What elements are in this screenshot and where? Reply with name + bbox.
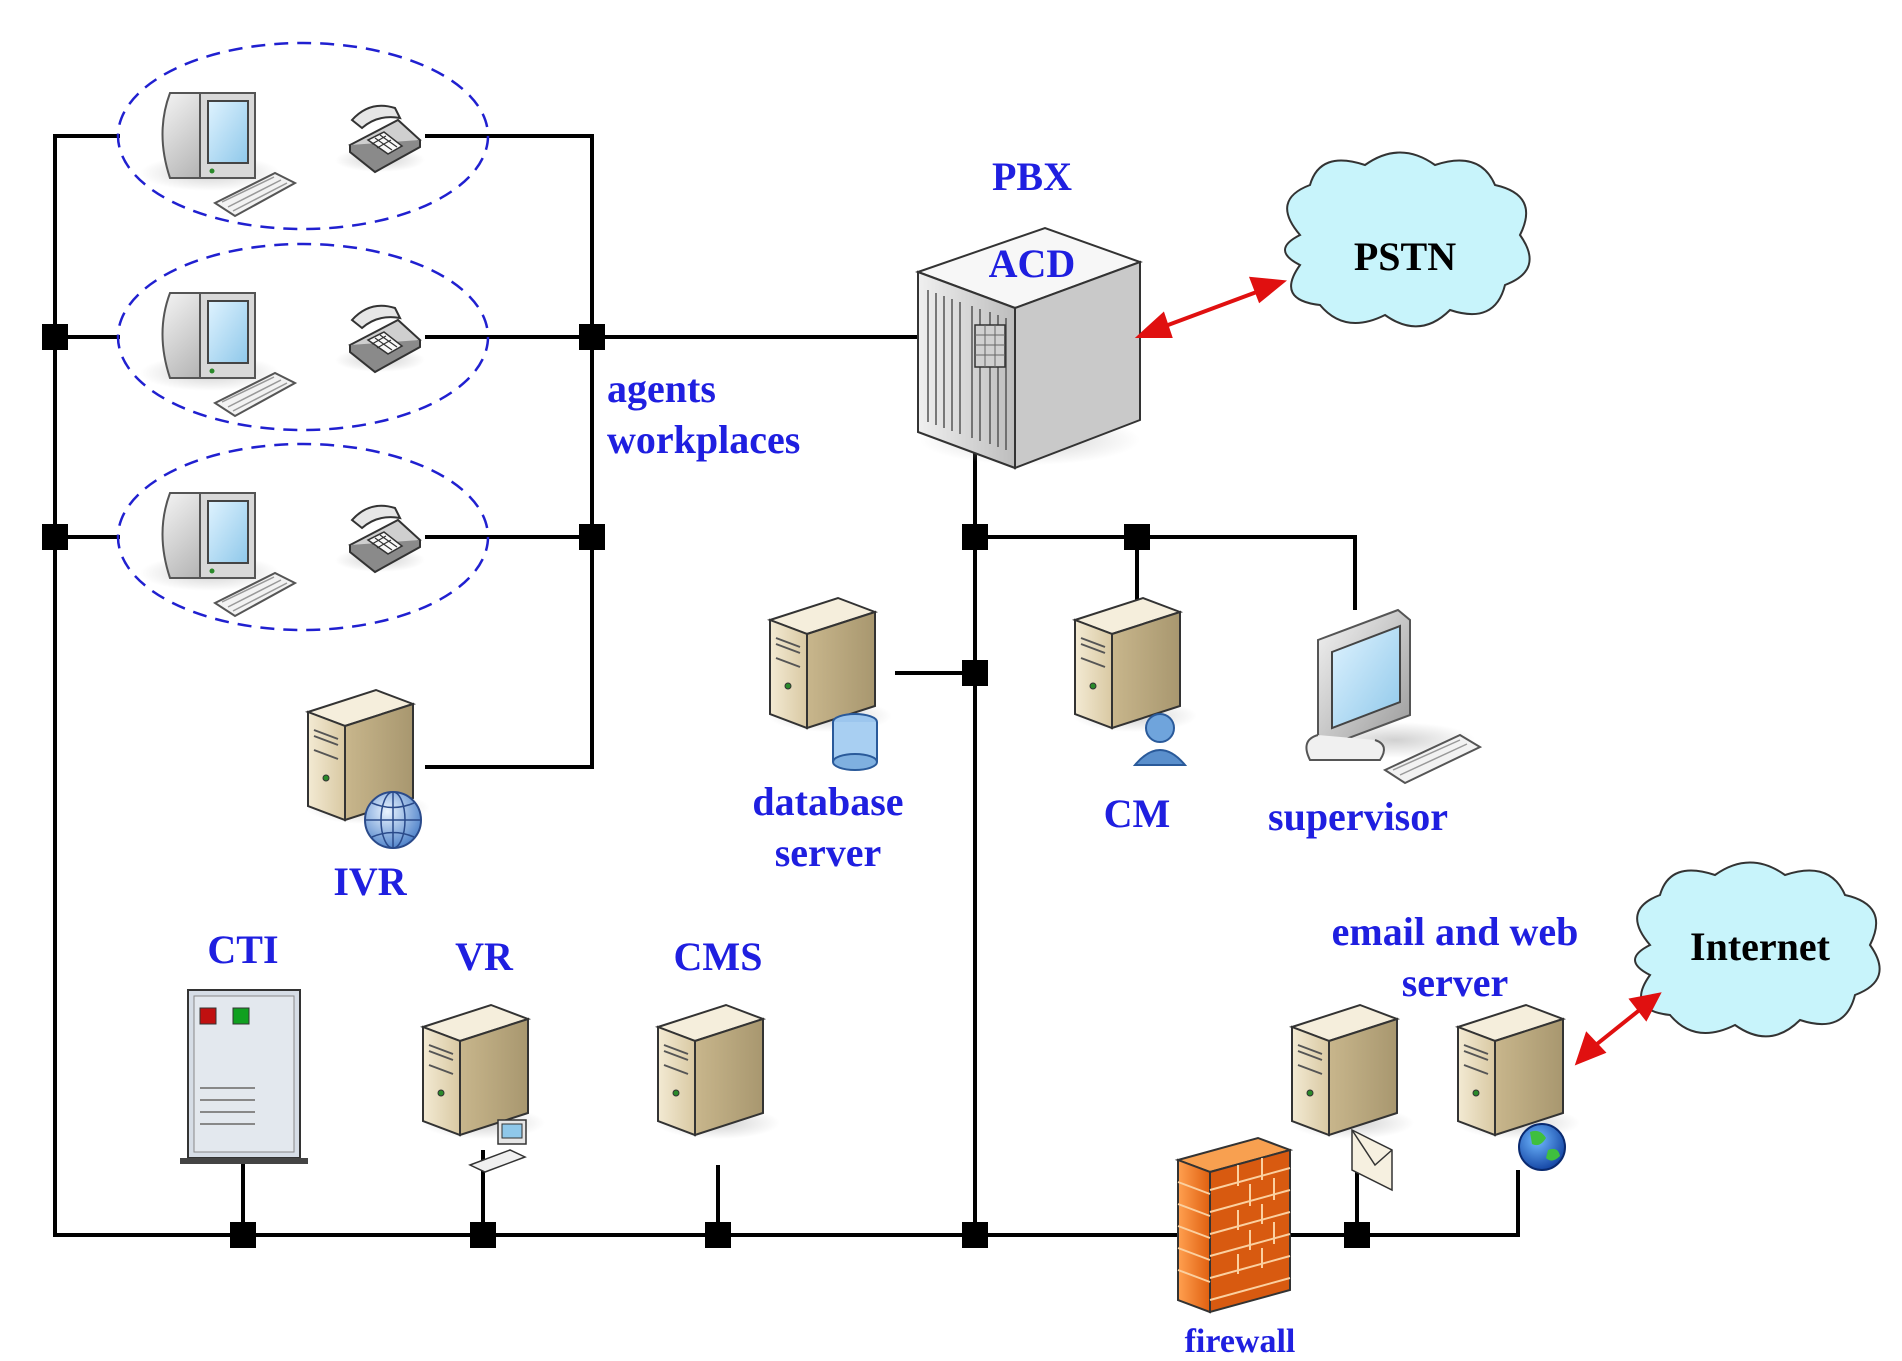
firewall-icon (1174, 1136, 1294, 1314)
agent-workplace-2 (116, 242, 490, 432)
internet-cloud-icon (1634, 861, 1881, 1038)
supervisor-label: supervisor (1268, 794, 1448, 839)
email-web-server-label-line2: server (1402, 960, 1509, 1005)
agents-workplaces-label-line2: workplaces (607, 417, 800, 462)
pstn-link (1134, 276, 1288, 338)
agent-workplace-3 (116, 442, 490, 632)
junction-nodes (42, 324, 1370, 1248)
supervisor-computer-icon (1305, 608, 1483, 785)
email-web-server-label-line1: email and web (1332, 909, 1579, 954)
cti-device-icon (180, 989, 308, 1164)
firewall-label: firewall (1185, 1323, 1296, 1360)
internet-label: Internet (1690, 924, 1831, 969)
acd-label: ACD (989, 241, 1076, 286)
agents-workplaces-label-line1: agents (607, 366, 716, 411)
ivr-server-icon (305, 689, 431, 849)
phone-icon (334, 304, 426, 373)
pbx-label: PBX (992, 154, 1072, 199)
cti-label: CTI (207, 927, 278, 972)
vr-server-icon (420, 1004, 546, 1173)
vr-label: VR (455, 934, 514, 979)
email-server-icon (1289, 1004, 1415, 1192)
agent-workplace-1 (116, 41, 490, 231)
labels: PBX ACD PSTN Internet agents workplaces … (207, 154, 1830, 1360)
web-server-icon (1455, 1004, 1581, 1171)
ivr-label: IVR (333, 859, 407, 904)
database-server-label-line1: database (752, 779, 903, 824)
internet-link (1574, 992, 1662, 1066)
phone-icon (334, 104, 426, 173)
cm-server-icon (1072, 597, 1198, 766)
cms-label: CMS (674, 934, 763, 979)
pstn-label: PSTN (1354, 234, 1456, 279)
cms-server-icon (655, 1004, 781, 1140)
database-server-icon (767, 597, 893, 771)
pbx-cabinet-icon (915, 226, 1143, 470)
cm-label: CM (1104, 791, 1171, 836)
database-server-label-line2: server (775, 830, 882, 875)
phone-icon (334, 504, 426, 573)
pstn-cloud-icon (1284, 151, 1531, 328)
